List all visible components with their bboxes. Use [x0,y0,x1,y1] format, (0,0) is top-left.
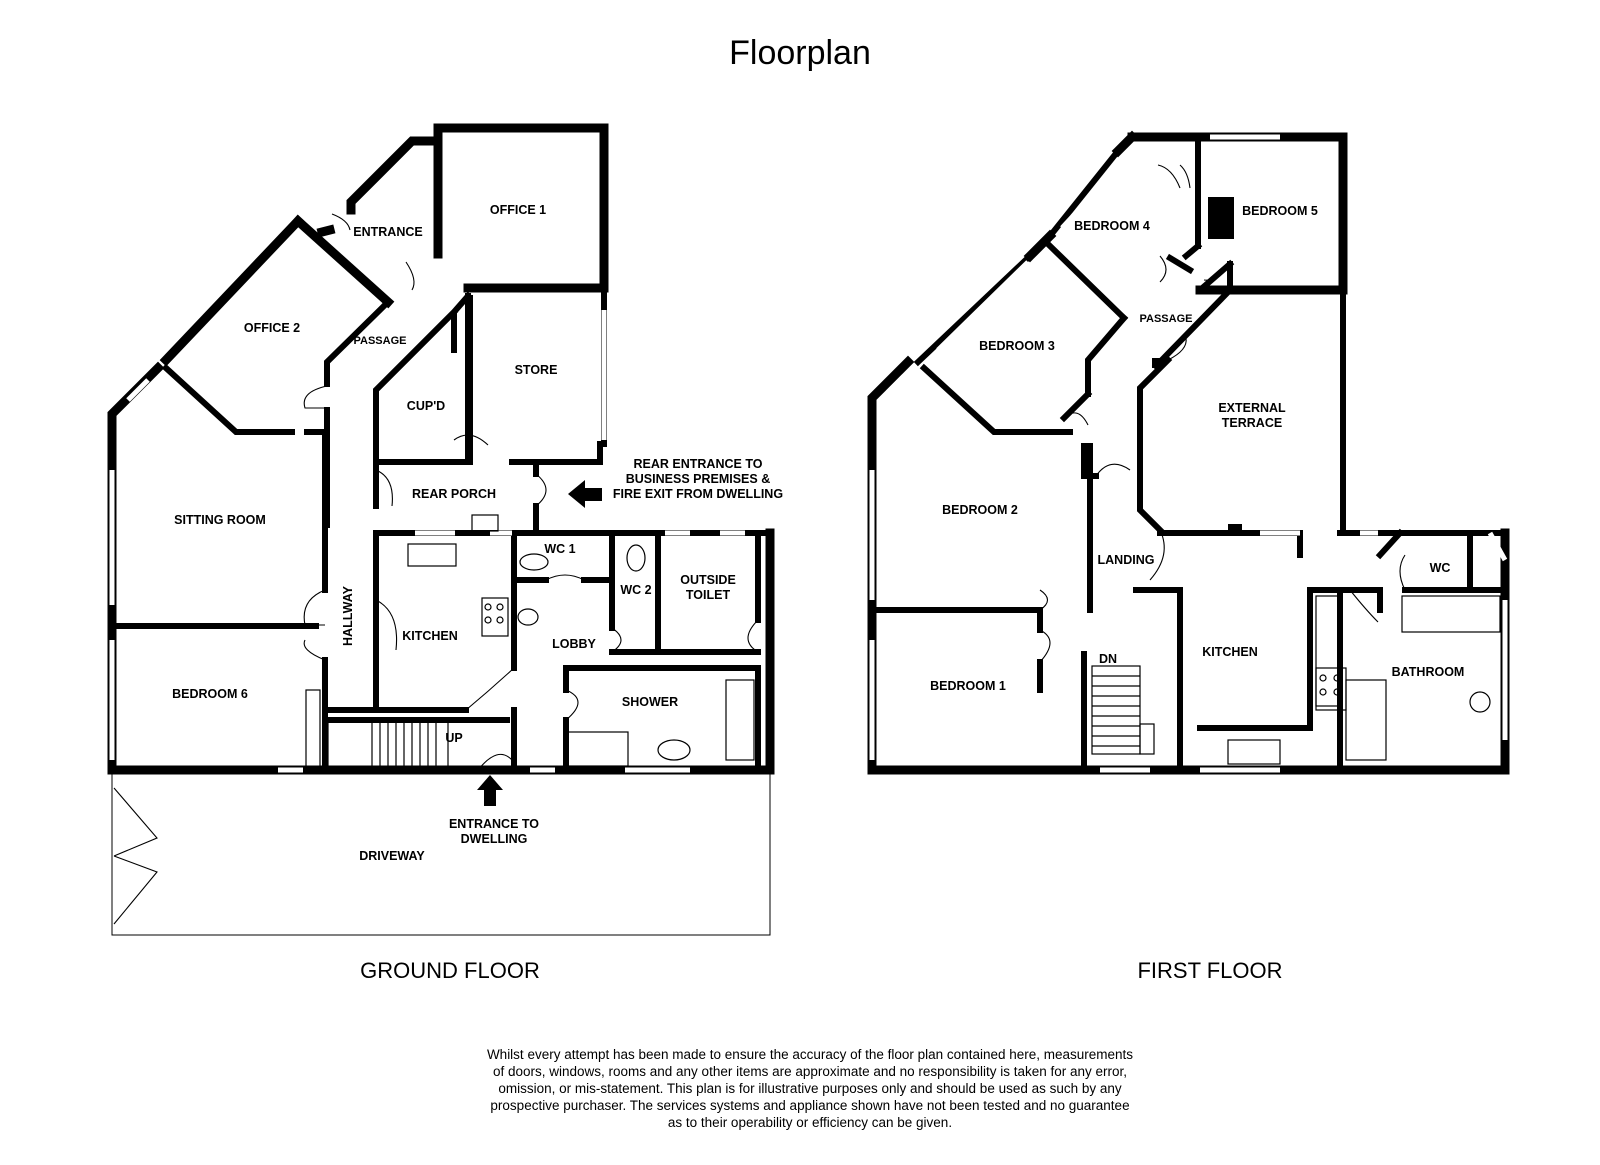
office2-wall [159,214,305,367]
label-bedroom5: BEDROOM 5 [1242,204,1318,218]
disclaimer-text: Whilst every attempt has been made to en… [440,1046,1180,1131]
ground-windows [109,203,745,773]
label-office1: OFFICE 1 [490,203,546,217]
label-wc-first: WC [1430,561,1451,575]
dwelling-entrance-arrow [477,775,503,806]
west-outer-wall [291,214,395,309]
label-sitting-room: SITTING ROOM [174,513,266,527]
office1-walls [433,123,609,293]
label-lobby: LOBBY [552,637,596,651]
page-title: Floorplan [729,34,871,72]
label-bedroom1: BEDROOM 1 [930,679,1006,693]
label-hallway: HALLWAY [341,585,355,646]
chimney-small-first [1228,524,1242,534]
label-up: UP [445,731,462,745]
disclaimer-line: prospective purchaser. The services syst… [490,1098,1130,1113]
label-entrance: ENTRANCE [353,225,422,239]
ground-floor-plan: ENTRANCE OFFICE 1 OFFICE 2 PASSAGE CUP'D… [107,123,783,936]
label-outside-toilet-2: TOILET [686,588,731,602]
label-wc2: WC 2 [620,583,651,597]
label-bedroom6: BEDROOM 6 [172,687,248,701]
disclaimer-line: omission, or mis-statement. This plan is… [498,1081,1122,1096]
first-doors [1039,164,1406,663]
label-kitchen-first: KITCHEN [1202,645,1258,659]
label-landing: LANDING [1098,553,1155,567]
disclaimer-line: as to their operability or efficiency ca… [667,1115,953,1130]
label-bedroom2: BEDROOM 2 [942,503,1018,517]
rear-entrance-arrow [568,480,602,508]
label-external-terrace-1: EXTERNAL [1218,401,1286,415]
label-kitchen-ground: KITCHEN [402,629,458,643]
hallway-walls [322,522,379,773]
annotation-rear-entrance-2: BUSINESS PREMISES & [626,472,770,486]
annotation-rear-entrance-1: REAR ENTRANCE TO [634,457,763,471]
wc-lobby-walls [511,530,761,773]
label-office2: OFFICE 2 [244,321,300,335]
label-passage-first: PASSAGE [1140,313,1193,325]
label-rear-porch: REAR PORCH [412,487,496,501]
label-shower: SHOWER [622,695,678,709]
label-driveway: DRIVEWAY [359,849,425,863]
passage-west-wall [324,297,393,528]
driveway-gate [113,787,158,925]
landing-walls [1081,473,1508,773]
first-floor-plan: BEDROOM 4 BEDROOM 5 BEDROOM 3 PASSAGE EX… [867,130,1510,775]
label-outside-toilet-1: OUTSIDE [680,573,736,587]
driveway-area [111,769,771,936]
first-windows [869,134,1508,773]
annotation-rear-entrance-3: FIRE EXIT FROM DWELLING [613,487,783,501]
annotation-entrance-dwelling-1: ENTRANCE TO [449,817,539,831]
annotation-entrance-dwelling-2: DWELLING [461,832,528,846]
label-bedroom4: BEDROOM 4 [1074,219,1150,233]
passage-east-wall [373,291,473,465]
ground-doors [303,213,759,771]
label-bathroom: BATHROOM [1392,665,1465,679]
first-fixtures [1227,595,1501,765]
bedroom3-walls [913,251,1129,435]
bedroom4-walls [1045,146,1203,323]
office2-inner-wall [161,363,328,528]
ground-fixtures [305,514,755,769]
ground-stairs [327,719,449,769]
disclaimer-line: of doors, windows, rooms and any other i… [492,1064,1128,1079]
rear-porch-wall [373,459,773,536]
ground-floor-label: GROUND FLOOR [360,958,540,983]
first-stairs [1091,665,1155,755]
disclaimer-line: Whilst every attempt has been made to en… [486,1047,1134,1062]
chimney-passage [1152,358,1164,368]
first-floor-label: FIRST FLOOR [1137,958,1283,983]
first-outer-walls [867,130,1510,775]
label-external-terrace-2: TERRACE [1222,416,1282,430]
cupd-store-wall [373,285,607,465]
bedroom5-walls [1195,134,1235,295]
entrance-walls [316,136,443,238]
ground-kitchen-walls [322,530,517,773]
label-dn: DN [1099,652,1117,666]
chimney-block [1208,197,1234,239]
label-passage-ground: PASSAGE [354,335,407,347]
label-store: STORE [515,363,558,377]
label-wc1: WC 1 [544,542,575,556]
label-bedroom3: BEDROOM 3 [979,339,1055,353]
label-cupd: CUP'D [407,399,445,413]
bedroom2-walls [869,443,1093,693]
